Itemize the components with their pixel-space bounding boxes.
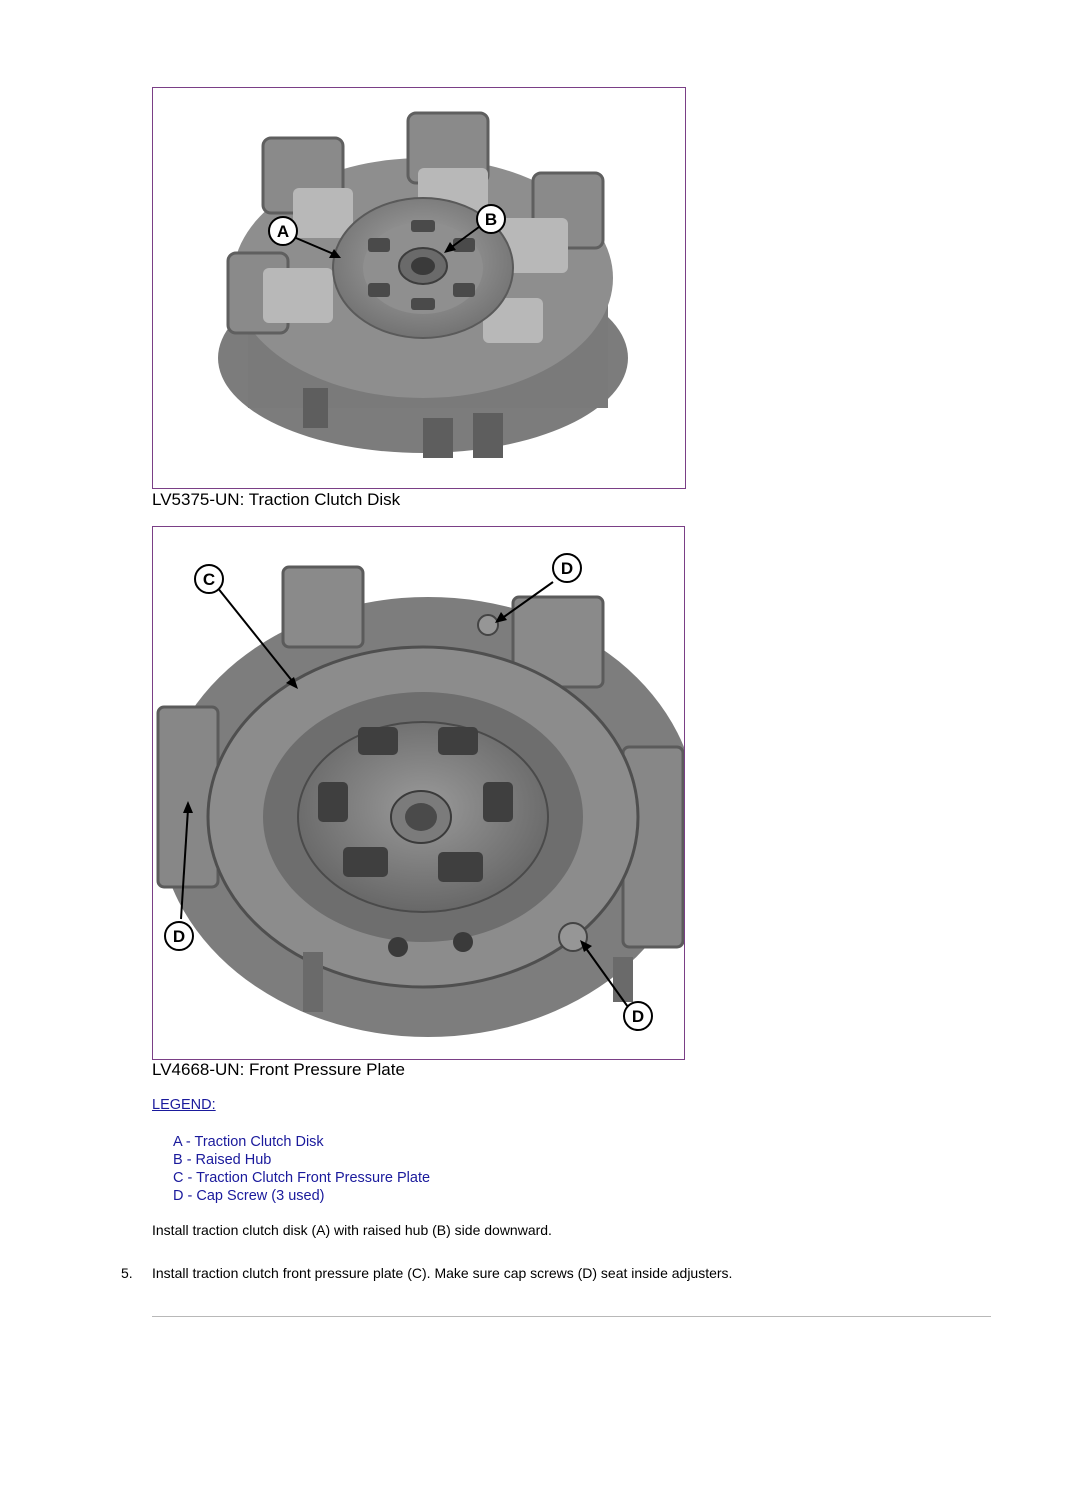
figure-front-pressure-plate: C D D D — [152, 526, 685, 1060]
legend-title-link[interactable]: LEGEND: — [152, 1097, 216, 1113]
step-5-instruction: Install traction clutch front pressure p… — [152, 1265, 733, 1281]
step-4-instruction: Install traction clutch disk (A) with ra… — [152, 1222, 552, 1238]
section-divider — [152, 1316, 991, 1317]
callout-b-label: B — [485, 210, 497, 229]
figure-2-caption: LV4668-UN: Front Pressure Plate — [152, 1060, 405, 1079]
legend-item-b: B - Raised Hub — [173, 1152, 272, 1168]
callout-a-label: A — [277, 222, 289, 241]
legend-item-c: C - Traction Clutch Front Pressure Plate — [173, 1170, 431, 1186]
callout-d-label-left: D — [173, 927, 185, 946]
legend-list: A - Traction Clutch Disk B - Raised Hub … — [173, 1133, 430, 1205]
callout-c-label: C — [203, 570, 215, 589]
callout-d-label-right: D — [632, 1007, 644, 1026]
legend-item-d: D - Cap Screw (3 used) — [173, 1188, 325, 1204]
figure-1-caption: LV5375-UN: Traction Clutch Disk — [152, 490, 401, 509]
pressure-plate-photo: C D D D — [156, 553, 684, 1037]
figure-traction-clutch-disk: A B — [152, 87, 686, 489]
clutch-disk-photo: A B — [218, 111, 628, 458]
callout-d-label-top: D — [561, 559, 573, 578]
legend-item-a: A - Traction Clutch Disk — [173, 1134, 324, 1150]
step-5-number: 5. — [121, 1265, 133, 1281]
